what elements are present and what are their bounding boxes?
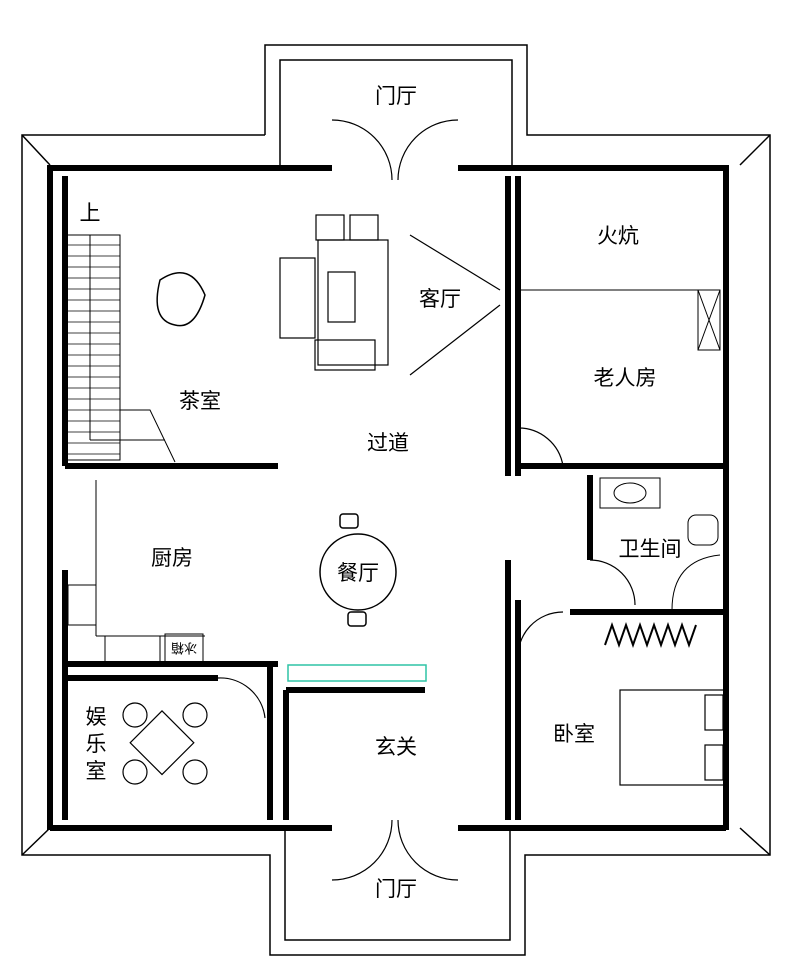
doors xyxy=(217,119,636,881)
room-label-entertainment-room: 娱乐室 xyxy=(83,705,107,787)
room-label-bedroom: 卧室 xyxy=(553,722,595,746)
room-label-foyer: 玄关 xyxy=(375,735,417,759)
roof-outline xyxy=(21,44,771,956)
room-label-entry-hall-bottom: 门厅 xyxy=(375,877,417,901)
walls xyxy=(47,165,729,831)
room-label-living-room: 客厅 xyxy=(419,287,461,311)
kitchen-counter xyxy=(67,480,205,665)
bathroom-fixtures xyxy=(599,477,721,611)
fridge-label: 冰箱 xyxy=(170,639,198,655)
room-label-tea-room: 茶室 xyxy=(179,389,221,413)
glass-cabinet xyxy=(287,664,427,682)
elder-room-kang-divider xyxy=(518,289,721,351)
stairs xyxy=(64,234,176,463)
wardrobe xyxy=(604,621,697,649)
stair-treads: /* treads */ xyxy=(65,244,120,455)
bed xyxy=(619,689,726,786)
room-label-entry-hall-top: 门厅 xyxy=(375,84,417,108)
room-label-kang: 火炕 xyxy=(597,224,639,248)
room-label-elder-room: 老人房 xyxy=(593,366,657,390)
mahjong-table xyxy=(122,702,208,785)
room-label-dining-room: 餐厅 xyxy=(337,561,379,585)
stairs-up-label: 上 xyxy=(79,201,101,225)
room-label-corridor: 过道 xyxy=(367,431,409,455)
dining-table xyxy=(319,513,397,627)
room-label-kitchen: 厨房 xyxy=(151,546,193,570)
tea-table xyxy=(156,272,206,327)
room-label-bathroom: 卫生间 xyxy=(618,537,682,561)
living-sofa-set xyxy=(279,214,389,371)
